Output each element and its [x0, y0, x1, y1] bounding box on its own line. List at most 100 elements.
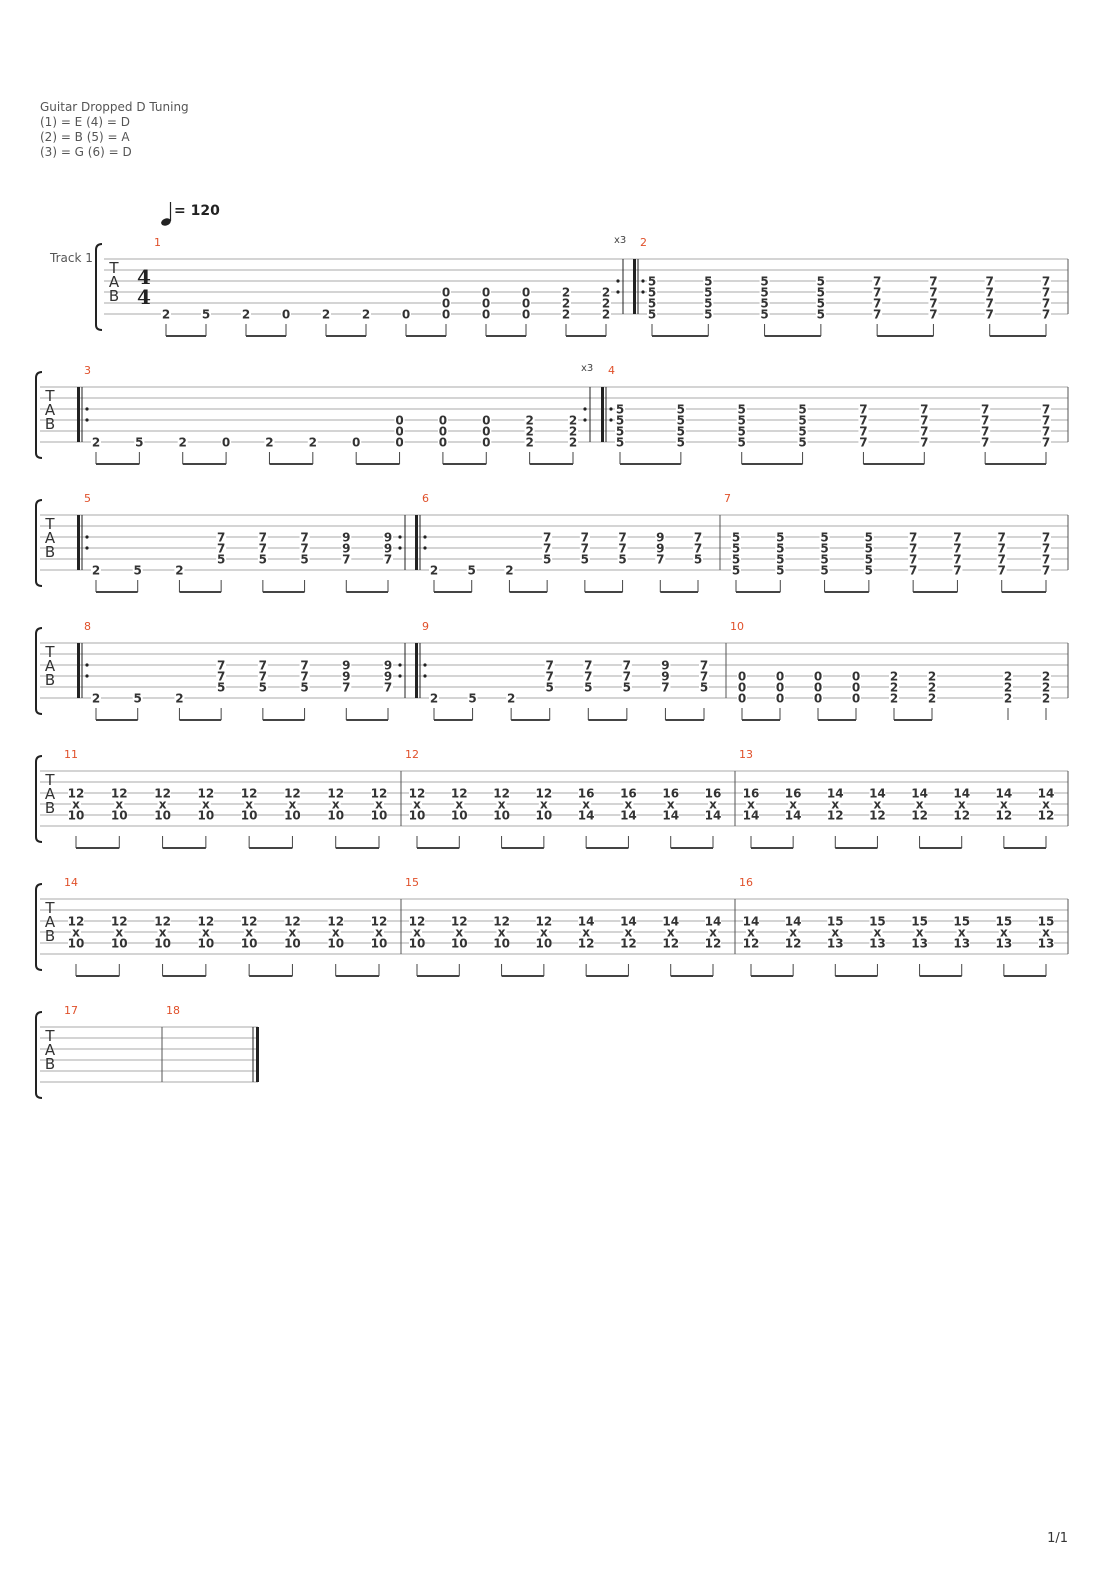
repeat-dot [616, 279, 620, 283]
fret-bg [241, 916, 258, 926]
fret-bg [675, 404, 686, 414]
fret-number: 14 [705, 915, 722, 929]
fret-bg [307, 437, 318, 447]
fret-number: 0 [482, 308, 490, 322]
fret-number: 5 [648, 275, 656, 289]
fret-bg [454, 799, 465, 809]
dead-note-mark: x [540, 798, 548, 812]
fret-number: 0 [738, 670, 746, 684]
fret-bg [737, 693, 747, 703]
fret-number: 7 [953, 553, 961, 567]
fret-bg [351, 437, 362, 447]
fret-bg [952, 532, 963, 542]
fret-bg [919, 415, 930, 425]
fret-bg [928, 276, 939, 286]
fret-bg [737, 671, 747, 681]
fret-number: 7 [986, 286, 994, 300]
fret-number: 7 [700, 670, 708, 684]
fret-number: 2 [525, 414, 533, 428]
fret-number: 0 [282, 308, 290, 322]
fret-number: 10 [493, 937, 510, 951]
fret-bg [1038, 810, 1054, 820]
fret-number: 12 [705, 937, 722, 951]
dead-note-mark: x [455, 798, 463, 812]
fret-number: 14 [911, 787, 928, 801]
fret-bg [451, 810, 468, 820]
repeat-dot [583, 418, 587, 422]
fret-bg [928, 298, 939, 308]
fret-number: 5 [704, 297, 712, 311]
fret-number: 12 [371, 787, 388, 801]
fret-bg [708, 799, 718, 809]
time-signature-denominator: 4 [137, 285, 151, 309]
fret-number: 10 [241, 937, 258, 951]
bar-number: 18 [166, 1004, 180, 1017]
fret-bg [1041, 682, 1051, 692]
repeat-dot [85, 535, 89, 539]
dead-note-mark: x [582, 798, 590, 812]
fret-bg [330, 799, 341, 809]
dead-note-mark: x [874, 798, 882, 812]
fret-number: 12 [451, 787, 468, 801]
fret-bg [583, 660, 594, 670]
fret-number: 12 [493, 915, 510, 929]
dead-note-mark: x [831, 926, 839, 940]
system-bracket [35, 499, 43, 587]
fret-number: 5 [865, 531, 873, 545]
fret-bg [785, 916, 802, 926]
fret-bg [952, 565, 963, 575]
fret-number: 7 [300, 531, 308, 545]
fret-bg [655, 554, 666, 564]
tab-clef-letter: B [45, 799, 55, 817]
fret-bg [341, 554, 352, 564]
fret-number: 7 [909, 564, 917, 578]
fret-bg [797, 415, 808, 425]
fret-number: 0 [352, 436, 360, 450]
fret-number: 0 [852, 692, 860, 706]
fret-number: 15 [953, 915, 970, 929]
fret-number: 7 [1042, 308, 1050, 322]
fret-bg [705, 788, 721, 798]
fret-number: 7 [953, 531, 961, 545]
fret-bg [1041, 671, 1051, 681]
fret-number: 10 [111, 937, 128, 951]
fret-bg [284, 916, 301, 926]
fret-number: 14 [869, 787, 886, 801]
fret-bg [615, 437, 625, 447]
fret-number: 12 [371, 915, 388, 929]
fret-number: 2 [562, 286, 570, 300]
fret-bg [660, 660, 671, 670]
fret-number: 7 [981, 425, 989, 439]
fret-bg [819, 532, 830, 542]
repeat-dot [641, 279, 645, 283]
fret-bg [927, 693, 937, 703]
fret-bg [655, 543, 666, 553]
fret-number: 0 [852, 681, 860, 695]
fret-bg [662, 938, 679, 948]
fret-number: 7 [342, 681, 350, 695]
fret-bg [68, 916, 84, 926]
fret-bg [467, 693, 478, 703]
fret-number: 7 [694, 542, 702, 556]
bar-number: 16 [739, 876, 753, 889]
fret-number: 5 [694, 553, 702, 567]
fret-bg [281, 309, 291, 319]
fret-bg [759, 287, 770, 297]
fret-bg [244, 927, 255, 937]
fret-number: 10 [327, 809, 344, 823]
fret-bg [71, 799, 81, 809]
fret-number: 2 [175, 692, 183, 706]
fret-number: 12 [284, 787, 301, 801]
fret-bg [578, 916, 595, 926]
fret-bg [621, 671, 632, 681]
fret-number: 14 [662, 809, 679, 823]
fret-bg [409, 916, 425, 926]
fret-bg [493, 916, 510, 926]
fret-number: 7 [300, 659, 308, 673]
fret-bg [493, 788, 510, 798]
fret-number: 14 [996, 787, 1013, 801]
fret-number: 12 [154, 787, 171, 801]
fret-bg [535, 788, 552, 798]
fret-number: 5 [677, 403, 685, 417]
fret-number: 7 [217, 542, 225, 556]
